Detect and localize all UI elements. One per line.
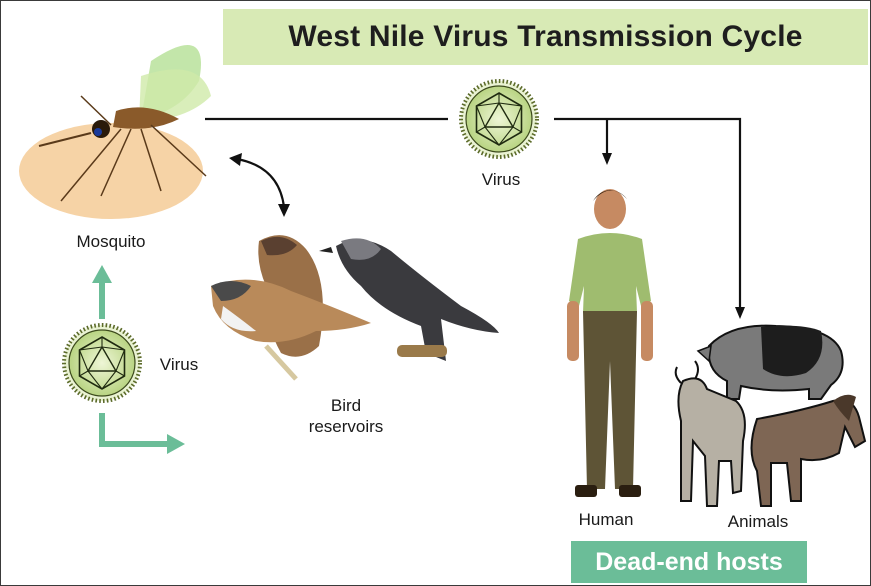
right-arrow-head (167, 434, 185, 454)
bird-reservoirs-label: Bird reservoirs (291, 395, 401, 437)
human-illustration (567, 189, 653, 497)
right-arrow-shaft (102, 413, 171, 444)
mosquito-illustration (19, 45, 211, 219)
bird-reservoirs-illustration (211, 235, 499, 379)
diagram-title: West Nile Virus Transmission Cycle (288, 20, 802, 54)
animals-arrowhead (735, 307, 745, 319)
virus-left-label: Virus (149, 354, 209, 375)
animals-label: Animals (713, 511, 803, 532)
human-arrowhead (602, 153, 612, 165)
bird-reservoirs-label-line1: Bird (291, 395, 401, 416)
bird-reservoirs-label-line2: reservoirs (291, 416, 401, 437)
mosquito-bird-arrowhead-b (278, 204, 290, 217)
up-arrow-head (92, 265, 112, 283)
animals-illustration (676, 326, 865, 506)
virus-icon-top (461, 81, 537, 157)
dead-end-hosts-label: Dead-end hosts (595, 548, 783, 577)
mosquito-bird-arrow (237, 159, 284, 207)
human-label: Human (566, 509, 646, 530)
title-band: West Nile Virus Transmission Cycle (223, 9, 868, 65)
virus-icon-left (64, 325, 140, 401)
mosquito-bird-arrowhead-a (229, 153, 242, 166)
virus-top-label: Virus (471, 169, 531, 190)
mosquito-label: Mosquito (61, 231, 161, 252)
dead-end-hosts-banner: Dead-end hosts (571, 541, 807, 583)
